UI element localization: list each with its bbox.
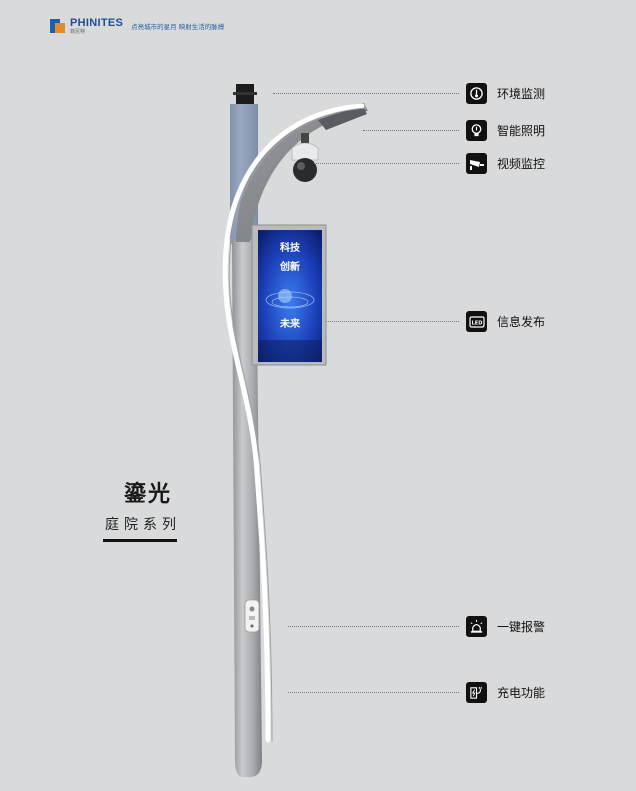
feature-lighting: 智能照明 xyxy=(363,120,546,141)
screen-line-2: 创新 xyxy=(279,260,300,273)
charging-icon xyxy=(466,682,487,703)
svg-text:LED: LED xyxy=(471,320,482,326)
title-underline xyxy=(103,539,177,542)
feature-label-info: 信息发布 xyxy=(497,315,546,329)
feature-label-charging: 充电功能 xyxy=(497,686,546,700)
feature-label-alarm: 一键报警 xyxy=(497,620,546,634)
screen-line-3: 未来 xyxy=(279,317,301,330)
lamp-arm xyxy=(236,103,368,242)
feature-label-lighting: 智能照明 xyxy=(497,124,546,138)
camera-icon xyxy=(466,153,487,174)
brand-cn-name: 菲尼特 xyxy=(70,29,86,35)
feature-info: LED 信息发布 xyxy=(326,311,546,332)
feature-video: 视频监控 xyxy=(314,153,546,174)
brand-slogan: 点亮城市的星月 映射生活的脉搏 xyxy=(131,22,225,31)
brand-logo: PHINITES 菲尼特 点亮城市的星月 映射生活的脉搏 xyxy=(50,18,224,35)
feature-label-environment: 环境监测 xyxy=(497,87,546,101)
feature-label-video: 视频监控 xyxy=(497,157,546,171)
environment-monitor-icon xyxy=(466,83,487,104)
feature-environment: 环境监测 xyxy=(273,83,546,104)
feature-alarm: 一键报警 xyxy=(288,616,546,637)
brand-text: PHINITES 菲尼特 xyxy=(70,18,123,35)
bulb-icon xyxy=(466,120,487,141)
camera-dome xyxy=(293,158,317,182)
logo-mark-icon xyxy=(50,18,66,35)
alarm-icon xyxy=(466,616,487,637)
feature-charging: 充电功能 xyxy=(288,682,546,703)
brand-name: PHINITES xyxy=(70,17,124,29)
product-subtitle: 庭院系列 xyxy=(105,517,181,533)
light-strip xyxy=(222,103,365,743)
screen-line-1: 科技 xyxy=(280,241,301,254)
camera-housing xyxy=(291,142,319,161)
led-screen-icon: LED xyxy=(466,311,487,332)
product-title: 鎏光 xyxy=(124,482,173,507)
